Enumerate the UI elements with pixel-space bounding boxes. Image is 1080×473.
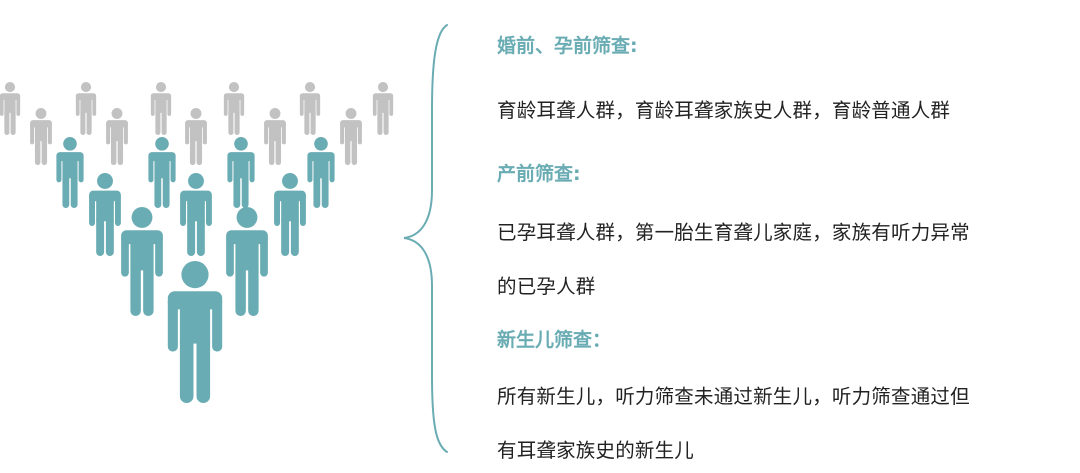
prenatal-screening-line-2: 的已孕人群 — [497, 275, 596, 298]
screening-text-panel: 婚前、孕前筛查: 育龄耳聋人群，育龄耳聋家族史人群，育龄普通人群 产前筛查: 已… — [497, 0, 1077, 473]
person-figure-gray-icon — [30, 108, 52, 165]
person-figure-teal-icon — [167, 261, 223, 403]
crowd-illustration — [0, 82, 394, 403]
person-figure-gray-icon — [223, 82, 245, 135]
person-figure-teal-icon — [227, 137, 255, 208]
person-figure-teal-icon — [121, 207, 163, 316]
person-figure-gray-icon — [0, 82, 21, 135]
person-figure-gray-icon — [150, 82, 172, 135]
person-figure-gray-icon — [299, 82, 321, 135]
person-figure-gray-icon — [75, 82, 97, 135]
premarital-screening-line-1: 育龄耳聋人群，育龄耳聋家族史人群，育龄普通人群 — [497, 99, 951, 122]
person-figure-gray-icon — [264, 108, 286, 165]
person-figure-teal-icon — [89, 173, 121, 256]
person-figure-teal-icon — [274, 173, 306, 256]
curly-brace-path — [403, 24, 448, 453]
prenatal-screening-line-1: 已孕耳聋人群，第一胎生育聋儿家庭，家族有听力异常 — [497, 221, 970, 244]
person-figure-gray-icon — [372, 82, 394, 135]
person-figure-gray-icon — [185, 108, 207, 165]
person-figure-teal-icon — [56, 137, 84, 208]
curly-brace — [403, 24, 448, 453]
person-figure-gray-icon — [106, 108, 128, 165]
heading-premarital-prepregnancy-screening: 婚前、孕前筛查: — [497, 35, 638, 57]
newborn-screening-line-1: 所有新生儿，听力筛查未通过新生儿，听力筛查通过但 — [497, 385, 970, 408]
person-figure-teal-icon — [226, 207, 268, 316]
heading-prenatal-screening: 产前筛查: — [497, 163, 581, 185]
person-figure-gray-icon — [340, 108, 362, 165]
newborn-screening-line-2: 有耳聋家族史的新生儿 — [497, 439, 695, 462]
heading-newborn-screening: 新生儿筛查： — [497, 329, 612, 351]
person-figure-teal-icon — [180, 173, 212, 256]
person-figure-teal-icon — [148, 137, 176, 208]
person-figure-teal-icon — [307, 137, 335, 208]
